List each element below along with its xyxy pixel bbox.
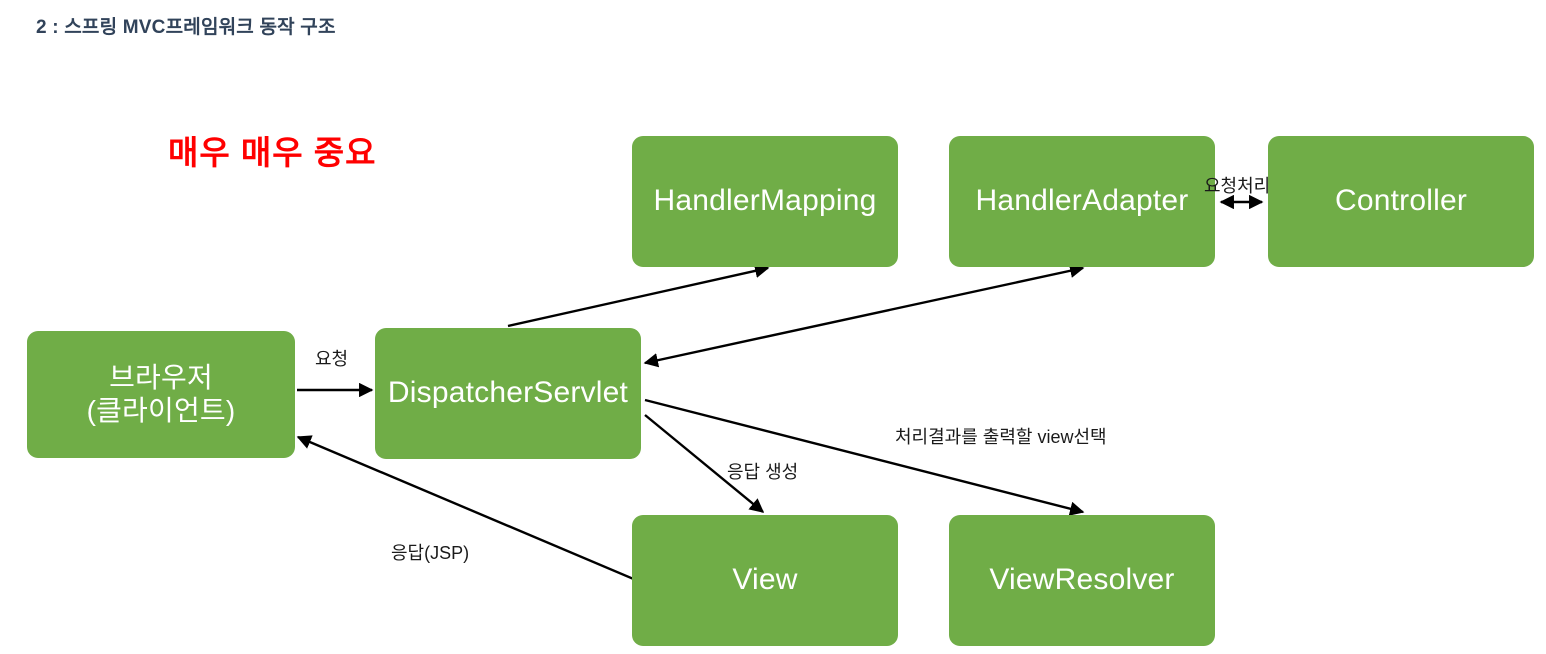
edge-label-response-jsp: 응답(JSP) <box>391 543 470 563</box>
node-handler-mapping-label: HandlerMapping <box>653 184 877 218</box>
node-controller-label: Controller <box>1334 184 1468 218</box>
node-browser-client[interactable]: 브라우저 (클라이언트) <box>27 331 295 458</box>
node-controller[interactable]: Controller <box>1268 136 1534 267</box>
node-view-resolver-label: ViewResolver <box>989 563 1175 597</box>
arrow-adapter <box>643 263 1085 368</box>
node-handler-adapter-label: HandlerAdapter <box>975 184 1189 218</box>
node-handler-adapter[interactable]: HandlerAdapter <box>949 136 1215 267</box>
node-view[interactable]: View <box>632 515 898 646</box>
node-dispatcher-servlet-label: DispatcherServlet <box>387 376 629 410</box>
node-handler-mapping[interactable]: HandlerMapping <box>632 136 898 267</box>
node-view-resolver[interactable]: ViewResolver <box>949 515 1215 646</box>
edge-label-request-handle: 요청처리 <box>1204 176 1271 196</box>
node-browser-client-label: 브라우저 (클라이언트) <box>86 362 236 426</box>
edge-label-view-select: 처리결과를 출력할 view선택 <box>895 427 1107 447</box>
edge-label-request: 요청 <box>315 349 349 369</box>
edge-label-response-generation: 응답 생성 <box>727 462 799 482</box>
node-view-label: View <box>732 563 798 597</box>
node-dispatcher-servlet[interactable]: DispatcherServlet <box>375 328 641 459</box>
emphasis-note: 매우 매우 중요 <box>168 134 377 171</box>
arrow-view-select <box>644 398 1085 516</box>
arrow-mapping <box>507 263 770 328</box>
page-title: 2 : 스프링 MVC프레임워크 동작 구조 <box>36 17 336 38</box>
